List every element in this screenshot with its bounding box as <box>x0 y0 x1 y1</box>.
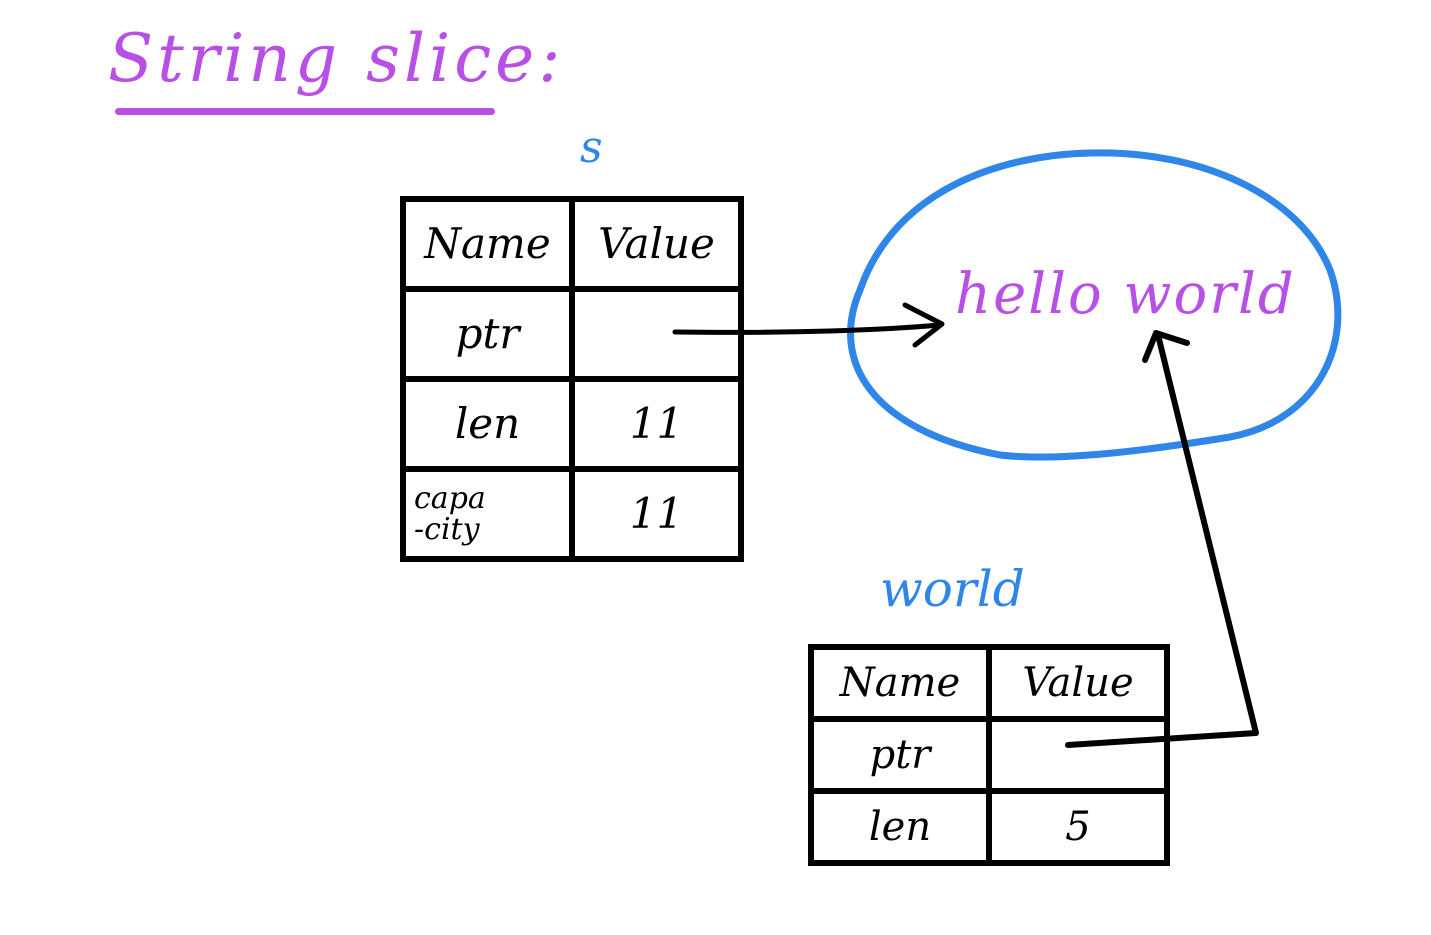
table-row: capa -city 11 <box>400 466 744 562</box>
field-value-cell: 5 <box>986 788 1170 866</box>
field-value-cell <box>986 716 1170 794</box>
field-name-cell: ptr <box>808 716 992 794</box>
diagram-title: String slice: <box>108 20 565 97</box>
field-name-cell: capa -city <box>400 466 575 562</box>
header-name-cell: Name <box>400 196 575 292</box>
field-value-cell: 11 <box>569 466 744 562</box>
field-name-cell: ptr <box>400 286 575 382</box>
header-value-cell: Value <box>569 196 744 292</box>
table-row: ptr <box>808 716 1170 794</box>
field-value-cell: 11 <box>569 376 744 472</box>
field-name-cell: len <box>808 788 992 866</box>
field-name-cell: len <box>400 376 575 472</box>
field-value-cell <box>569 286 744 382</box>
arrowhead-s <box>902 302 945 348</box>
table-header-row: Name Value <box>400 196 744 292</box>
table-row: len 5 <box>808 788 1170 866</box>
string-s-table: Name Value ptr len 11 capa -city 11 <box>400 196 744 562</box>
title-underline <box>115 108 495 115</box>
slice-world-table: Name Value ptr len 5 <box>808 644 1170 866</box>
variable-label-world: world <box>880 560 1025 618</box>
header-value-cell: Value <box>986 644 1170 722</box>
table-row: len 11 <box>400 376 744 472</box>
arrowhead-world <box>1142 330 1190 363</box>
variable-label-s: s <box>580 122 603 173</box>
header-name-cell: Name <box>808 644 992 722</box>
table-row: ptr <box>400 286 744 382</box>
heap-string-text: hello world <box>955 262 1296 327</box>
table-header-row: Name Value <box>808 644 1170 722</box>
